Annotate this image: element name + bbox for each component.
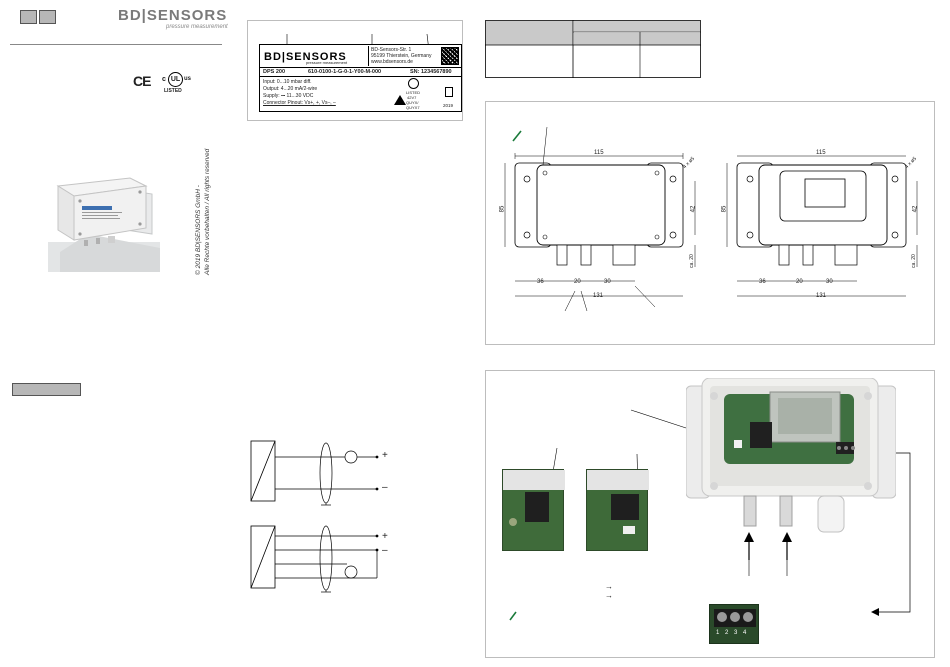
label-listed-code: 42V7	[407, 95, 417, 100]
ul-listed-mark: c UL us LISTED	[162, 70, 192, 100]
dim-total-width-right: 131	[816, 293, 827, 299]
dim-width-top-left: 115	[594, 150, 604, 156]
wiring-diagram-4wire	[250, 525, 379, 593]
product-label-plate: BD|SENSORS pressure measurement BD-Senso…	[259, 44, 462, 112]
ce-mark: CE	[133, 73, 151, 89]
dim-height-right: 85	[721, 205, 728, 213]
device-open-photo	[685, 377, 897, 548]
dim-depth-right: ca. 20	[910, 254, 917, 268]
label-pinout: Connector Pinout: Vs+, +, Vs–, –	[263, 100, 336, 106]
label-model: DPS 200	[263, 69, 286, 75]
arrow-right-icon-1: →	[605, 582, 613, 591]
terminal-plus-2: +	[382, 531, 388, 542]
dim-right-margin-right: 42	[912, 205, 919, 213]
section-grey-bar	[12, 383, 81, 396]
copyright-text: © 2019 BD|SENSORS GmbH - Alle Rechte vor…	[195, 148, 211, 275]
label-listed-code2: QUYX/	[406, 100, 419, 105]
header-grey-box-1	[20, 10, 37, 24]
inset-photo-1	[502, 469, 565, 551]
label-order-code: 610-0100-1-G-0-1-Y00-M-000	[308, 69, 382, 75]
arrow-right-icon-2: →	[605, 591, 613, 600]
dim-gland-spacing-left: 30	[604, 279, 611, 285]
dim-gland-spacing-right: 30	[826, 279, 833, 285]
dim-port-offset-right: 36	[759, 279, 766, 285]
terminal-minus-2: –	[382, 545, 388, 556]
label-address-1: BD-Sensors-Str. 1	[371, 47, 412, 53]
terminal-minus-1: –	[382, 482, 388, 493]
warning-triangle-icon	[394, 95, 406, 105]
brand-tagline: pressure measurement	[166, 24, 228, 30]
dim-height-left: 85	[499, 205, 506, 213]
qr-code-icon	[441, 47, 459, 65]
weee-bin-icon	[445, 87, 453, 97]
label-logo: BD|SENSORS	[264, 51, 347, 63]
label-row-divider-2	[260, 76, 461, 77]
dim-right-margin-left: 42	[690, 205, 697, 213]
label-website: www.bdsensors.de	[371, 59, 413, 65]
label-address-2: 95199 Thierstein, Germany	[371, 53, 432, 59]
label-serial: SN: 1234567890	[410, 69, 452, 75]
dim-total-width-left: 131	[593, 293, 604, 299]
label-input: Input: 0...10 mbar diff.	[263, 79, 312, 85]
label-divider-v	[368, 46, 369, 66]
dim-width-top-right: 115	[816, 150, 826, 156]
dim-port-spacing-left: 20	[574, 279, 581, 285]
label-supply: Supply: ⎓ 11...30 VDC	[263, 93, 314, 99]
inset-photo-2	[586, 469, 649, 551]
label-ul-icon	[408, 78, 419, 89]
label-output: Output: 4...20 mA/2-wire	[263, 86, 318, 92]
dimension-drawing	[504, 126, 918, 312]
wiring-diagram-2wire	[250, 440, 379, 506]
dim-port-spacing-right: 20	[796, 279, 803, 285]
terminal-block-photo: 1 2 3 4	[709, 604, 759, 644]
label-listed: LISTED	[406, 90, 421, 95]
brand-logo: BD|SENSORS	[118, 7, 228, 24]
header-grey-box-2	[39, 10, 56, 24]
header-divider	[10, 44, 222, 45]
dim-port-offset-left: 36	[537, 279, 544, 285]
terminal-plus-1: +	[382, 450, 388, 461]
dim-depth-left: ca. 20	[688, 254, 695, 268]
spec-table	[485, 20, 701, 78]
label-year: 2019	[443, 103, 454, 108]
label-row-divider	[260, 67, 461, 68]
terminal-numbers: 1 2 3 4	[716, 630, 749, 636]
product-photo	[48, 172, 160, 272]
label-listed-code3: QUYX7	[406, 105, 420, 110]
label-tagline: pressure measurement	[306, 60, 348, 65]
